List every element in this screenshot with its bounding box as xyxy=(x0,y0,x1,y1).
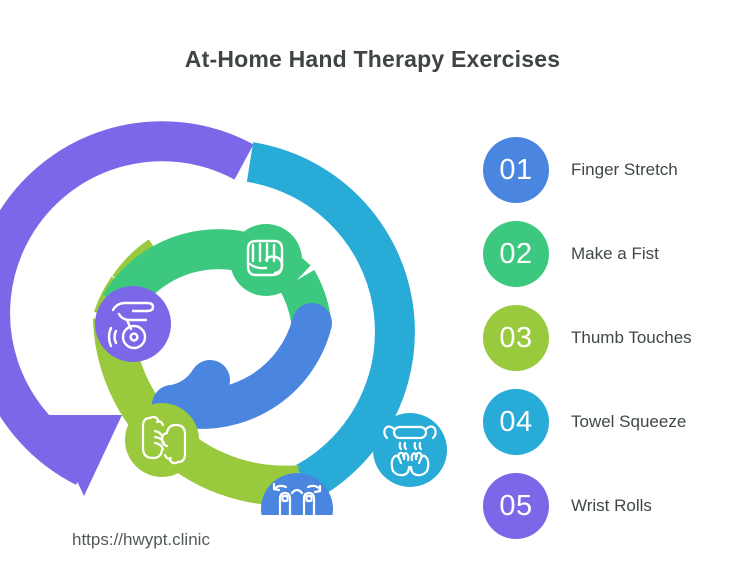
legend-item-05[interactable]: 05 Wrist Rolls xyxy=(483,472,745,540)
legend-badge-02: 02 xyxy=(483,221,549,287)
fist-icon xyxy=(246,239,284,277)
legend-item-02[interactable]: 02 Make a Fist xyxy=(483,220,745,288)
legend-item-04[interactable]: 04 Towel Squeeze xyxy=(483,388,745,456)
spiral-svg xyxy=(0,121,447,545)
segment-01-finger-stretch[interactable] xyxy=(152,303,332,429)
legend-label-03: Thumb Touches xyxy=(571,328,692,347)
badge-circle-purple xyxy=(95,286,171,362)
legend-label-05: Wrist Rolls xyxy=(571,496,652,515)
badge-03-thumb-touches[interactable] xyxy=(125,403,199,477)
footer-url[interactable]: https://hwypt.clinic xyxy=(72,530,210,549)
legend-badge-03: 03 xyxy=(483,305,549,371)
legend-badge-05: 05 xyxy=(483,473,549,539)
legend-badge-04: 04 xyxy=(483,389,549,455)
spiral-diagram xyxy=(0,115,470,545)
arc-blue-tail xyxy=(152,360,230,425)
segment-05-wrist-rolls[interactable] xyxy=(0,121,254,496)
wrist-roll-icon xyxy=(107,301,155,350)
arc-outer-cyan xyxy=(246,142,415,501)
legend-label-01: Finger Stretch xyxy=(571,160,678,179)
arc-outer-purple xyxy=(0,121,254,485)
segment-04-towel-squeeze[interactable] xyxy=(246,142,415,501)
towel-squeeze-icon xyxy=(383,425,437,477)
thumb-touch-icon xyxy=(141,415,187,465)
page-title: At-Home Hand Therapy Exercises xyxy=(184,46,561,72)
legend-badge-01: 01 xyxy=(483,137,549,203)
legend-list: 01 Finger Stretch 02 Make a Fist 03 Thum… xyxy=(483,136,745,556)
badge-02-make-a-fist[interactable] xyxy=(230,224,302,296)
legend-item-03[interactable]: 03 Thumb Touches xyxy=(483,304,745,372)
badge-04-towel-squeeze[interactable] xyxy=(373,413,447,487)
legend-label-04: Towel Squeeze xyxy=(571,412,687,431)
legend-item-01[interactable]: 01 Finger Stretch xyxy=(483,136,745,204)
legend-label-02: Make a Fist xyxy=(571,244,659,263)
badge-circle-cyan xyxy=(373,413,447,487)
spiral-arrowhead xyxy=(46,415,122,496)
badge-05-wrist-rolls[interactable] xyxy=(95,286,171,362)
